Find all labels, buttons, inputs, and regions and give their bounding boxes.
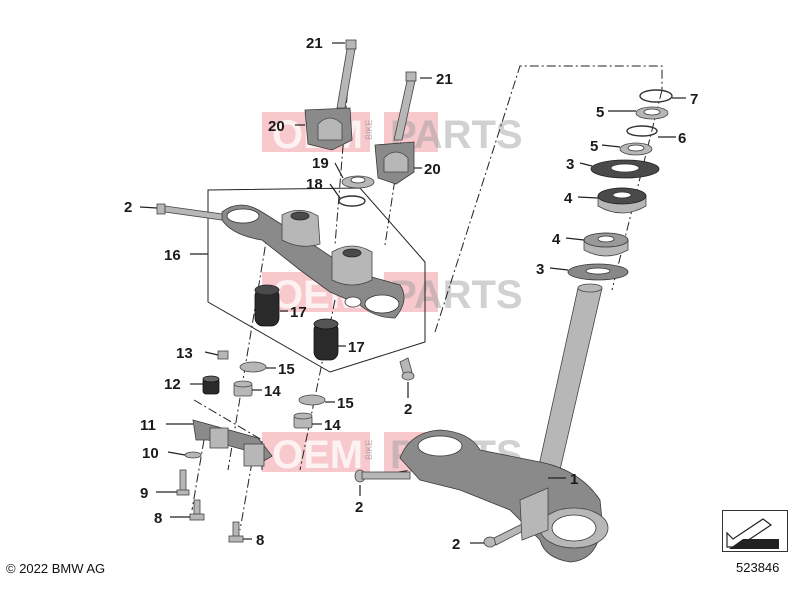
callout-17-left: 17 xyxy=(290,304,307,321)
arrow-icon xyxy=(726,518,779,549)
callout-3-upper: 3 xyxy=(566,156,574,173)
washer-3-lower xyxy=(567,263,629,281)
washer-10 xyxy=(184,451,202,459)
callout-8-left: 8 xyxy=(154,510,162,527)
watermark-bike-text: BIKE xyxy=(364,119,374,140)
callout-21-top: 21 xyxy=(306,35,323,52)
washer-3-upper xyxy=(590,159,660,179)
handlebar-clamp-right xyxy=(374,141,415,185)
callout-15-lower: 15 xyxy=(337,395,354,412)
callout-15-upper: 15 xyxy=(278,361,295,378)
washer-15-upper xyxy=(239,361,267,373)
callout-9: 9 xyxy=(140,485,148,502)
callout-21-right: 21 xyxy=(436,71,453,88)
callout-13: 13 xyxy=(176,345,193,362)
bracket-11 xyxy=(192,419,273,467)
callout-4-upper: 4 xyxy=(564,190,573,207)
rubber-damper-right xyxy=(313,318,339,361)
callout-3-lower: 3 xyxy=(536,261,544,278)
callout-16: 16 xyxy=(164,247,181,264)
callouts: 21 21 20 20 19 18 2 16 17 17 2 13 12 15 … xyxy=(124,35,698,553)
callout-8-right: 8 xyxy=(256,532,264,549)
callout-2-bottom-left: 2 xyxy=(355,499,363,516)
bearing-4-upper xyxy=(597,187,647,214)
callout-2-bottom-right: 2 xyxy=(452,536,460,553)
callout-6: 6 xyxy=(678,130,686,147)
view-direction-icon xyxy=(722,510,788,552)
washer-15-lower xyxy=(298,394,326,406)
grommet-12 xyxy=(202,375,220,395)
spacer-19 xyxy=(341,175,375,189)
watermark-parts-text: PARTS xyxy=(390,273,523,317)
bolt-21-right xyxy=(393,71,417,141)
callout-14-upper: 14 xyxy=(264,383,281,400)
pin-13 xyxy=(217,350,229,360)
callout-2-left: 2 xyxy=(124,199,132,216)
callout-18: 18 xyxy=(306,176,323,193)
screw-9 xyxy=(176,469,190,496)
ring-5-lower xyxy=(619,142,653,156)
callout-20-left: 20 xyxy=(268,118,285,135)
callout-10: 10 xyxy=(142,445,159,462)
rubber-damper-left xyxy=(254,284,280,327)
callout-14-lower: 14 xyxy=(324,417,341,434)
callout-12: 12 xyxy=(164,376,181,393)
callout-4-lower: 4 xyxy=(552,231,561,248)
handlebar-clamp-left xyxy=(304,107,353,151)
callout-5-lower: 5 xyxy=(590,138,598,155)
ring-6 xyxy=(626,125,658,137)
dust-seal-7 xyxy=(639,89,673,103)
top-yoke xyxy=(221,204,405,319)
callout-5-upper: 5 xyxy=(596,104,604,121)
callout-11: 11 xyxy=(140,417,156,434)
bearing-4-lower xyxy=(583,232,629,257)
bolt-21-left xyxy=(336,39,357,109)
watermark-bike-text: BIKE xyxy=(364,439,374,460)
callout-1: 1 xyxy=(570,471,578,488)
callout-19: 19 xyxy=(312,155,329,172)
diagram-number: 523846 xyxy=(736,560,780,575)
callout-2-top-yoke: 2 xyxy=(404,401,412,418)
nut-14-upper xyxy=(233,380,253,397)
callout-7: 7 xyxy=(690,91,698,108)
ring-5-upper xyxy=(635,106,669,120)
bolt-2-top-yoke xyxy=(399,357,415,381)
bolt-2-bottom-left xyxy=(354,469,411,483)
leader-lines xyxy=(139,42,686,544)
copyright-text: © 2022 BMW AG xyxy=(6,561,106,576)
watermark-oem-text: OEM xyxy=(272,433,363,477)
ring-18 xyxy=(338,195,366,207)
bolt-2-left xyxy=(156,203,223,221)
callout-17-right: 17 xyxy=(348,339,365,356)
callout-20-right: 20 xyxy=(424,161,441,178)
nut-14-lower xyxy=(293,412,313,429)
bottom-yoke-and-steering-stem xyxy=(399,283,609,563)
